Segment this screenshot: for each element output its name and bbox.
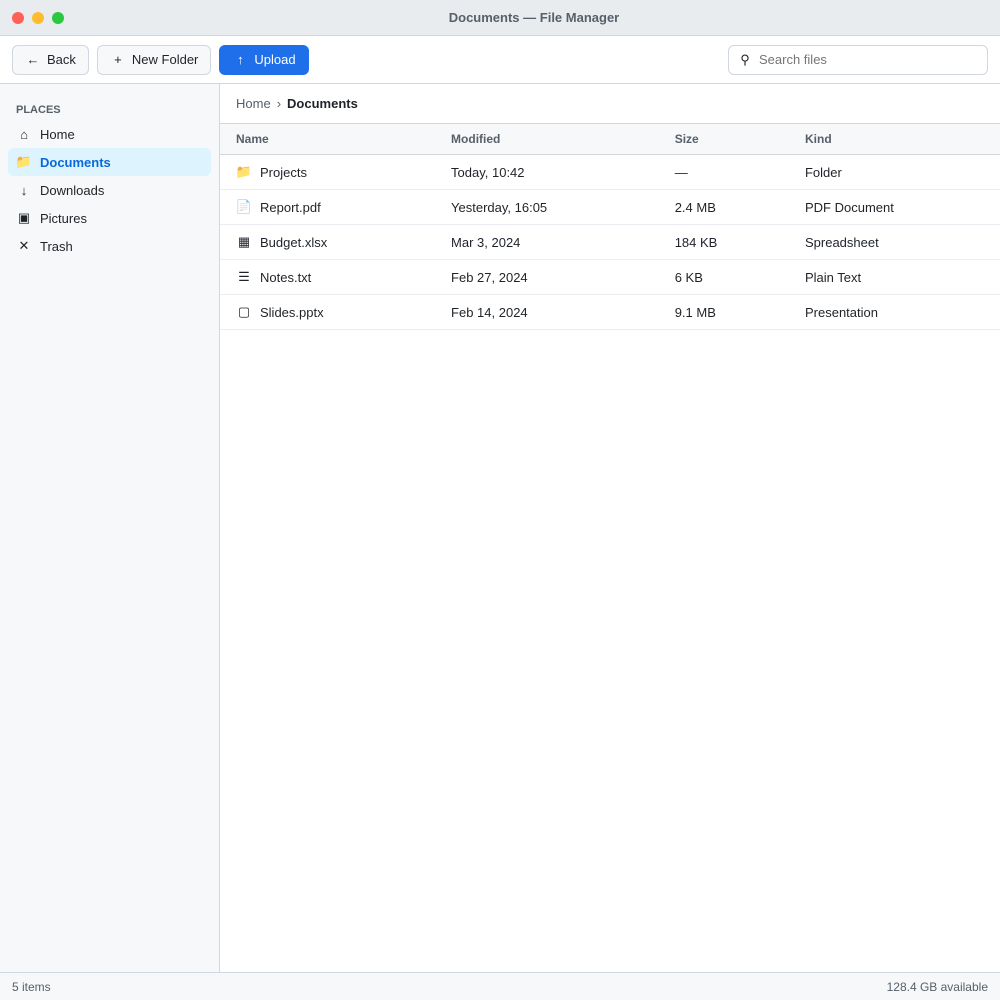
file-size: — (658, 154, 789, 190)
file-name: Slides.pptx (260, 304, 324, 320)
file-modified: Feb 27, 2024 (435, 259, 659, 295)
main-panel: Home › Documents Name Modified Size Kind… (220, 84, 1000, 972)
sidebar-item-label: Downloads (40, 182, 105, 198)
file-name: Projects (260, 164, 307, 180)
status-bar: 5 items 128.4 GB available (0, 972, 1000, 1000)
file-table: Name Modified Size Kind 📁 Projects Today,… (220, 124, 1000, 330)
free-space: 128.4 GB available (886, 979, 988, 994)
back-button-label: Back (47, 52, 76, 67)
sidebar-item-label: Home (40, 126, 75, 142)
sidebar-item-downloads[interactable]: ↓ Downloads (8, 176, 211, 204)
title-bar: Documents — File Manager (0, 0, 1000, 36)
file-size: 184 KB (658, 224, 789, 260)
sidebar-item-label: Pictures (40, 210, 87, 226)
file-size: 9.1 MB (658, 294, 789, 330)
back-button[interactable]: ← Back (12, 44, 89, 75)
file-kind: Presentation (788, 294, 1000, 330)
table-row[interactable]: ▢ Slides.pptx Feb 14, 2024 9.1 MB Present… (220, 294, 1000, 330)
presentation-icon: ▢ (237, 304, 251, 319)
file-name: Budget.xlsx (260, 234, 328, 250)
sidebar-item-label: Documents (40, 154, 111, 170)
table-row[interactable]: ☰ Notes.txt Feb 27, 2024 6 KB Plain Text (220, 259, 1000, 295)
breadcrumb-current: Documents (287, 96, 358, 111)
minimize-window-button[interactable] (32, 11, 44, 24)
table-row[interactable]: ▦ Budget.xlsx Mar 3, 2024 184 KB Spreadsh… (220, 224, 1000, 260)
image-icon: ▣ (17, 210, 31, 225)
folder-icon: 📁 (15, 154, 33, 169)
file-modified: Feb 14, 2024 (435, 294, 659, 330)
file-modified: Mar 3, 2024 (435, 224, 659, 260)
home-icon: ⌂ (20, 126, 28, 142)
arrow-left-icon: ← (26, 52, 40, 67)
download-icon: ↓ (20, 182, 28, 198)
sidebar-item-label: Trash (40, 238, 73, 254)
spreadsheet-icon: ▦ (237, 234, 251, 249)
column-header-name[interactable]: Name (220, 124, 436, 155)
content-area: Places ⌂ Home 📁 Documents ↓ Downloads ▣ … (0, 84, 1000, 972)
column-header-modified[interactable]: Modified (435, 124, 659, 155)
sidebar-heading: Places (16, 104, 61, 116)
column-header-kind[interactable]: Kind (788, 124, 1000, 155)
table-row[interactable]: 📄 Report.pdf Yesterday, 16:05 2.4 MB PDF … (220, 189, 1000, 225)
maximize-window-button[interactable] (52, 11, 64, 24)
toolbar: ← Back + New Folder ↑ Upload ⚲ (0, 36, 1000, 84)
trash-icon: ✕ (18, 238, 30, 253)
upload-button-label: Upload (254, 52, 296, 67)
sidebar-item-trash[interactable]: ✕ Trash (8, 232, 211, 260)
table-header-row: Name Modified Size Kind (220, 124, 1000, 155)
new-folder-button-label: New Folder (131, 52, 199, 67)
file-name: Report.pdf (260, 199, 321, 215)
sidebar-item-documents[interactable]: 📁 Documents (8, 148, 211, 176)
breadcrumb-home[interactable]: Home (236, 96, 271, 111)
search-box: ⚲ (728, 44, 988, 75)
file-kind: PDF Document (788, 189, 1000, 225)
file-kind: Folder (788, 154, 1000, 190)
file-name: Notes.txt (260, 269, 312, 285)
search-input[interactable] (759, 52, 979, 67)
window-title: Documents — File Manager (448, 10, 620, 25)
sidebar-item-home[interactable]: ⌂ Home (8, 120, 211, 148)
column-header-size[interactable]: Size (658, 124, 789, 155)
file-kind: Spreadsheet (788, 224, 1000, 260)
plus-icon: + (114, 52, 122, 67)
table-row[interactable]: 📁 Projects Today, 10:42 — Folder (220, 154, 1000, 190)
text-file-icon: ☰ (238, 269, 250, 284)
upload-icon: ↑ (237, 52, 244, 67)
file-modified: Yesterday, 16:05 (435, 189, 659, 225)
document-icon: 📄 (235, 199, 253, 214)
search-icon: ⚲ (740, 51, 750, 67)
close-window-button[interactable] (12, 11, 24, 24)
new-folder-button[interactable]: + New Folder (96, 44, 212, 75)
item-count: 5 items (12, 979, 51, 994)
folder-icon: 📁 (235, 164, 253, 179)
file-modified: Today, 10:42 (435, 154, 659, 190)
upload-button[interactable]: ↑ Upload (219, 44, 309, 75)
file-size: 6 KB (658, 259, 789, 295)
file-kind: Plain Text (788, 259, 1000, 295)
file-size: 2.4 MB (658, 189, 789, 225)
sidebar: Places ⌂ Home 📁 Documents ↓ Downloads ▣ … (0, 84, 220, 972)
sidebar-item-pictures[interactable]: ▣ Pictures (8, 204, 211, 232)
breadcrumb-separator-icon: › (276, 96, 282, 111)
window-controls (12, 11, 64, 24)
breadcrumb: Home › Documents (220, 84, 1000, 124)
